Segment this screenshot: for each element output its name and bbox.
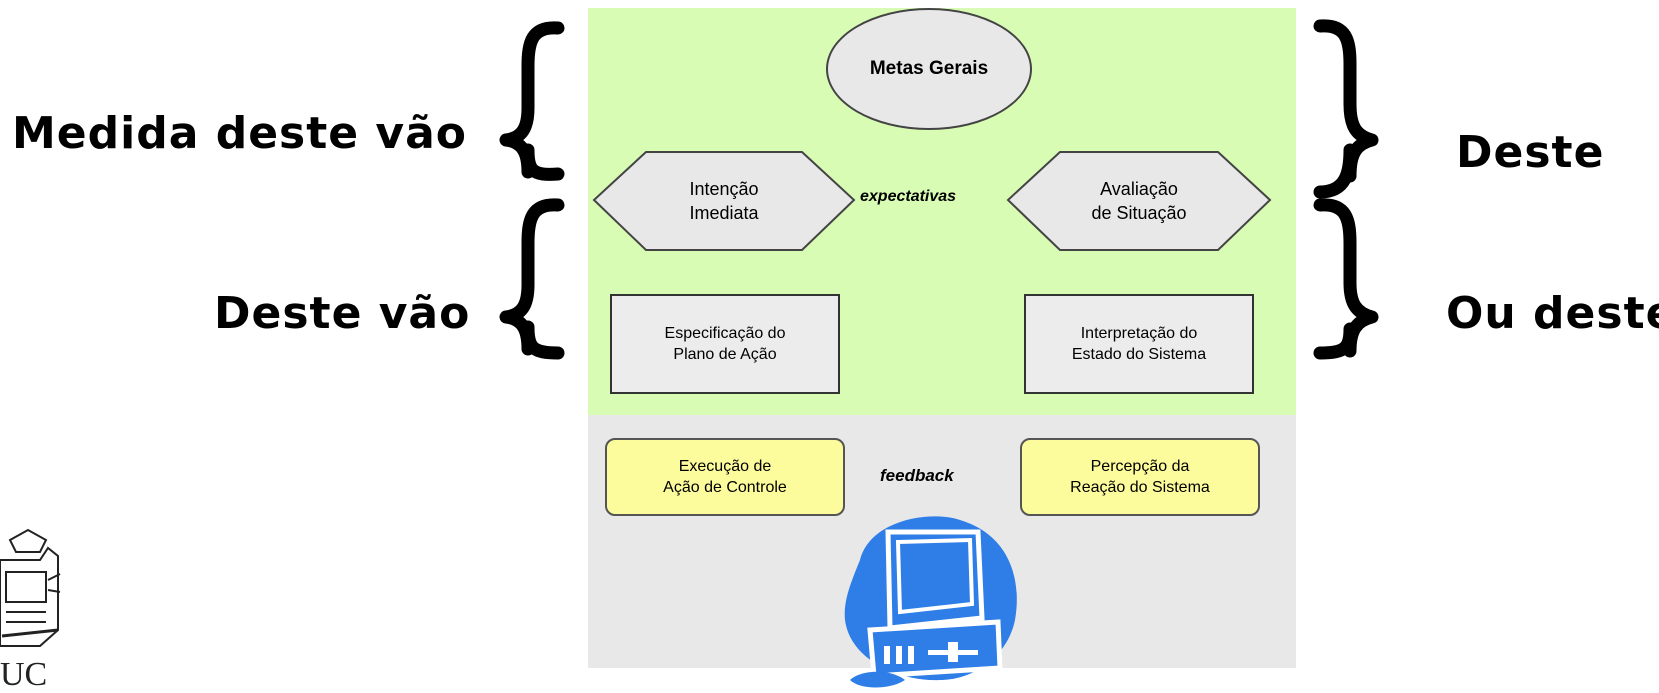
control-action-box	[605, 438, 845, 516]
system-reaction-box	[1020, 438, 1260, 516]
hexagon-left-text: Intenção Imediata	[646, 152, 802, 250]
logo-text: UC	[0, 656, 48, 693]
action-plan-line2: Plano de Ação	[673, 346, 777, 363]
hexagon-right-line1: Avaliação	[1100, 179, 1178, 199]
label-right-bottom: Ou deste	[1446, 288, 1659, 339]
action-plan-box	[610, 294, 840, 394]
expectations-label: expectativas	[860, 188, 957, 205]
right-brace-top-shape	[1313, 19, 1379, 199]
general-goals-text: Metas Gerais	[869, 58, 989, 79]
system-state-line2: Estado do Sistema	[1071, 346, 1207, 363]
hexagon-right-text: Avaliação de Situação	[1060, 152, 1218, 250]
action-plan-text: Especificação do Plano de Ação	[610, 294, 840, 394]
left-brace-top-shape	[499, 21, 565, 181]
label-left-bottom: Deste vão	[214, 288, 471, 339]
hexagon-left-line2: Imediata	[689, 203, 759, 223]
control-action-text: Execução de Ação de Controle	[605, 438, 845, 516]
hexagon-left-line1: Intenção	[689, 179, 759, 199]
system-state-text: Interpretação do Estado do Sistema	[1024, 294, 1254, 394]
action-plan-line1: Especificação do	[664, 325, 786, 342]
hexagon-right-line2: de Situação	[1091, 203, 1187, 223]
hexagon-left	[592, 151, 856, 251]
general-goals-oval	[826, 8, 1032, 130]
control-action-line1: Execução de	[678, 458, 772, 475]
label-left-top: Medida deste vão	[12, 108, 468, 159]
right-brace-bottom-shape	[1313, 198, 1379, 360]
left-brace-bottom-shape	[499, 198, 565, 360]
computer-icon	[844, 516, 1017, 688]
hexagon-right	[1006, 151, 1272, 251]
system-state-box	[1024, 294, 1254, 394]
label-right-top: Deste	[1456, 127, 1605, 178]
university-seal-icon	[0, 528, 61, 647]
system-reaction-line1: Percepção da	[1090, 458, 1190, 475]
feedback-label: feedback	[880, 466, 954, 485]
system-state-line1: Interpretação do	[1080, 325, 1198, 342]
system-reaction-text: Percepção da Reação do Sistema	[1020, 438, 1260, 516]
control-action-line2: Ação de Controle	[663, 479, 787, 496]
system-reaction-line2: Reação do Sistema	[1070, 479, 1210, 496]
